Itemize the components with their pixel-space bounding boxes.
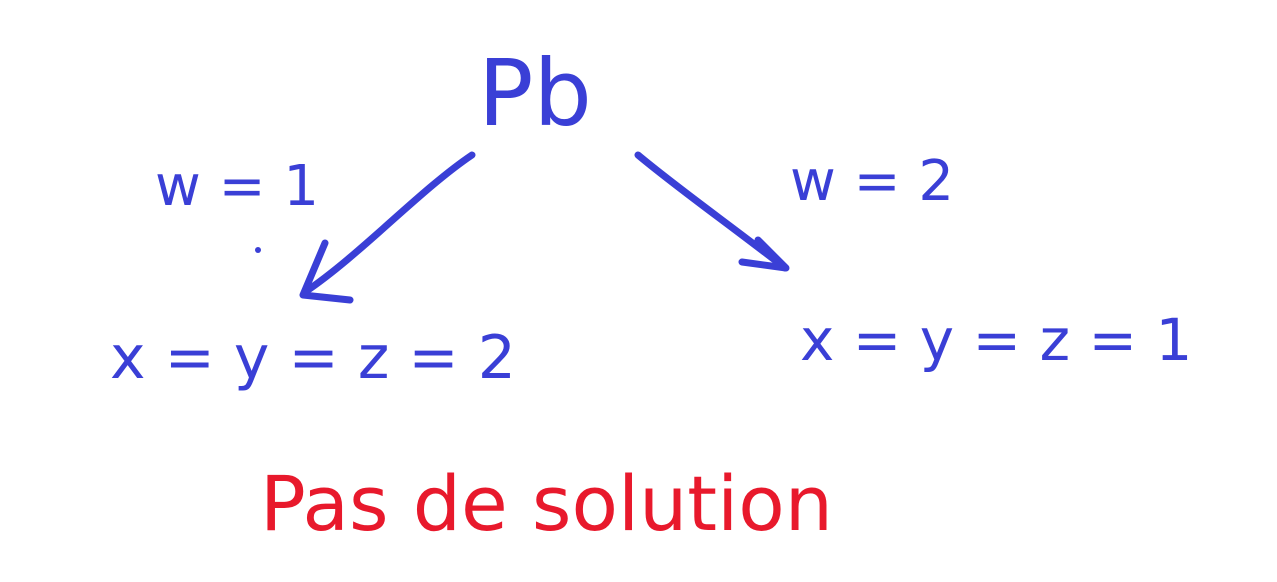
ink-dot <box>255 247 261 253</box>
left-branch-result: x = y = z = 2 <box>110 323 516 393</box>
right-branch-arrow <box>634 151 790 272</box>
left-branch-condition: w = 1 <box>155 154 319 219</box>
conclusion-text: Pas de solution <box>260 459 833 548</box>
left-branch-arrow <box>299 151 476 304</box>
right-branch-condition: w = 2 <box>790 149 954 214</box>
right-branch-result: x = y = z = 1 <box>800 306 1192 374</box>
root-label: Pb <box>478 40 592 147</box>
